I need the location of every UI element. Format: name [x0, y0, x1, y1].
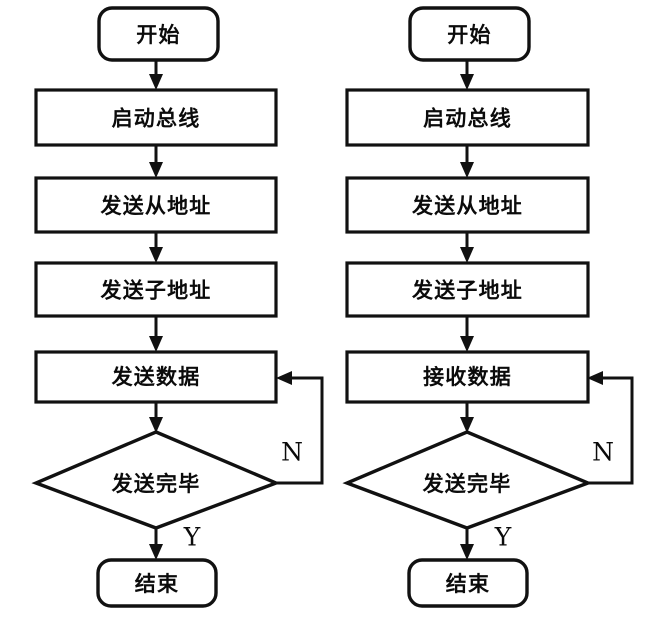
node-step2-right[interactable]: 发送从地址 [345, 176, 590, 234]
connector-step2-to-step3 [149, 232, 163, 263]
arrow-down-icon [149, 247, 163, 263]
branch-label-yes-right: Y [494, 523, 512, 552]
node-step1-left[interactable]: 启动总线 [34, 88, 278, 147]
node-label: 结束 [135, 572, 179, 596]
node-label: 结束 [446, 572, 490, 596]
arrow-left-icon [276, 371, 292, 385]
connector-start-to-step1 [149, 60, 163, 90]
node-label: 发送子地址 [411, 279, 523, 303]
connector-step3-to-step4 [149, 316, 163, 352]
node-label: 发送完毕 [111, 472, 201, 496]
connector-start-to-step1-right [460, 60, 474, 90]
branch-label-yes-left: Y [183, 523, 201, 552]
connector-yes-left [149, 528, 163, 560]
arrow-down-icon [149, 417, 163, 433]
arrow-down-icon [460, 162, 474, 178]
branch-label-no-right: N [592, 438, 614, 467]
process-shape [34, 88, 278, 147]
process-shape [34, 261, 278, 318]
connector-yes-right [460, 528, 474, 560]
arrow-down-icon [149, 74, 163, 90]
connector-step1-to-step2-right [460, 145, 474, 178]
node-label: 发送数据 [111, 365, 201, 389]
connector-step1-to-step2 [149, 145, 163, 178]
process-shape [345, 350, 590, 404]
node-start-left[interactable]: 开始 [97, 6, 220, 62]
node-label: 开始 [447, 23, 491, 47]
node-end-left[interactable]: 结束 [96, 558, 218, 608]
arrow-down-icon [460, 544, 474, 560]
node-step4-right[interactable]: 接收数据 [345, 350, 590, 404]
receive-flowchart-group: 开始 启动总线 发送从地址 [342, 6, 634, 608]
node-step2-left[interactable]: 发送从地址 [34, 176, 278, 234]
node-step1-right[interactable]: 启动总线 [345, 88, 590, 147]
send-flowchart-group: 开始 启动总线 发送从地址 [31, 6, 324, 608]
node-label: 发送完毕 [422, 472, 512, 496]
terminator-shape [97, 6, 220, 62]
arrow-down-icon [460, 74, 474, 90]
connector-no-loop-right [587, 371, 634, 485]
arrow-down-icon [460, 336, 474, 352]
node-label: 发送子地址 [100, 279, 212, 303]
connector-step2-to-step3-right [460, 232, 474, 263]
node-label: 开始 [136, 23, 180, 47]
process-shape [345, 176, 590, 234]
node-label: 发送从地址 [100, 194, 212, 218]
terminator-shape [96, 558, 218, 608]
node-step3-right[interactable]: 发送子地址 [345, 261, 590, 318]
connector-step4-to-decision [149, 402, 163, 433]
node-label: 启动总线 [112, 107, 201, 131]
connector-step4-to-decision-right [460, 402, 474, 433]
node-label: 发送从地址 [411, 194, 523, 218]
arrow-down-icon [149, 544, 163, 560]
connector-no-loop-left [276, 371, 324, 485]
node-end-right[interactable]: 结束 [407, 558, 529, 608]
node-step3-left[interactable]: 发送子地址 [34, 261, 278, 318]
connector-step3-to-step4-right [460, 316, 474, 352]
node-step4-left[interactable]: 发送数据 [34, 350, 278, 404]
node-label: 启动总线 [423, 107, 512, 131]
process-shape [345, 88, 590, 147]
process-shape [345, 261, 590, 318]
arrow-left-icon [587, 371, 603, 385]
arrow-down-icon [149, 162, 163, 178]
branch-label-no-left: N [281, 438, 303, 467]
terminator-shape [407, 558, 529, 608]
arrow-down-icon [460, 417, 474, 433]
node-start-right[interactable]: 开始 [408, 6, 531, 62]
arrow-down-icon [460, 247, 474, 263]
node-decision-right[interactable]: 发送完毕 [342, 430, 593, 530]
node-decision-left[interactable]: 发送完毕 [31, 430, 281, 530]
arrow-down-icon [149, 336, 163, 352]
node-label: 接收数据 [423, 365, 512, 389]
terminator-shape [408, 6, 531, 62]
